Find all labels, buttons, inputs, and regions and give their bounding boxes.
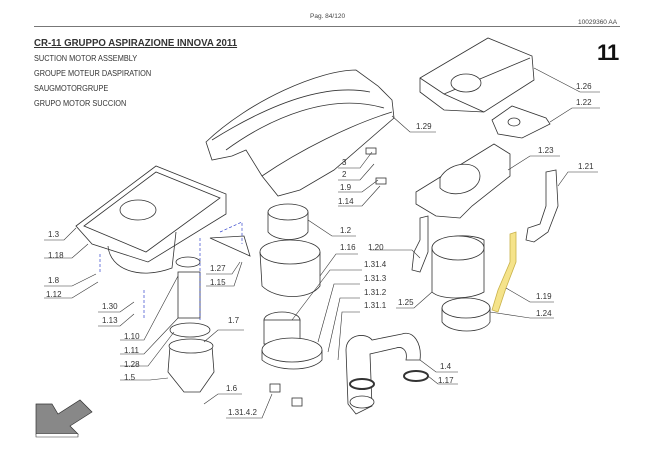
callout-1-13: 1.13 bbox=[102, 316, 118, 325]
callout-1-31-1: 1.31.1 bbox=[364, 301, 387, 310]
callout-1-15: 1.15 bbox=[210, 278, 226, 287]
callout-1-7: 1.7 bbox=[228, 316, 240, 325]
callout-3: 3 bbox=[342, 158, 347, 167]
part-1-17-b bbox=[349, 378, 375, 390]
part-1-31-4-2 bbox=[269, 383, 281, 393]
callout-1-6: 1.6 bbox=[226, 384, 238, 393]
part-1-3 bbox=[75, 165, 227, 274]
callout-1-31-4-2: 1.31.4.2 bbox=[228, 408, 257, 417]
section-number: 11 bbox=[597, 40, 619, 65]
callout-1-22: 1.22 bbox=[576, 98, 592, 107]
callout-1-4: 1.4 bbox=[440, 362, 452, 371]
part-1-5 bbox=[167, 338, 215, 393]
part-1-22 bbox=[491, 105, 551, 139]
subtitle-fr: GROUPE MOTEUR DASPIRATION bbox=[34, 69, 152, 78]
part-1-19-highlighted bbox=[491, 231, 517, 313]
callout-1-16: 1.16 bbox=[340, 243, 356, 252]
part-1-2 bbox=[267, 203, 309, 240]
part-3 bbox=[365, 147, 377, 155]
part-1-20 bbox=[411, 215, 429, 273]
header-divider bbox=[34, 26, 620, 27]
callout-1-11: 1.11 bbox=[124, 346, 140, 355]
callout-1-20: 1.20 bbox=[368, 243, 384, 252]
callout-1-27: 1.27 bbox=[210, 264, 226, 273]
part-1-31-4-2-b bbox=[291, 397, 303, 407]
part-1-25 bbox=[431, 235, 485, 299]
part-1-26 bbox=[419, 37, 535, 113]
subtitle-en: SUCTION MOTOR ASSEMBLY bbox=[34, 54, 138, 63]
callout-1-17: 1.17 bbox=[438, 376, 454, 385]
part-1-27 bbox=[209, 235, 251, 257]
callout-2: 2 bbox=[342, 170, 347, 179]
part-1-29 bbox=[205, 69, 395, 197]
callout-1-2: 1.2 bbox=[340, 226, 352, 235]
part-1-9 bbox=[375, 177, 387, 185]
callout-1-8: 1.8 bbox=[48, 276, 60, 285]
callout-1-29: 1.29 bbox=[416, 122, 432, 131]
part-1-24 bbox=[441, 297, 491, 332]
navigation-arrow-icon bbox=[35, 399, 93, 438]
callout-1-31-3: 1.31.3 bbox=[364, 274, 387, 283]
part-1-21 bbox=[525, 169, 559, 243]
callout-1-25: 1.25 bbox=[398, 298, 414, 307]
part-1-23 bbox=[415, 143, 511, 219]
part-1-31-4-motor bbox=[261, 311, 323, 370]
part-1-10 bbox=[175, 256, 201, 319]
callout-1-31-2: 1.31.2 bbox=[364, 288, 387, 297]
callout-1-28: 1.28 bbox=[124, 360, 140, 369]
part-1-17 bbox=[403, 370, 429, 382]
part-1-16 bbox=[259, 239, 321, 297]
callout-1-30: 1.30 bbox=[102, 302, 118, 311]
page-number: Pag. 84/120 bbox=[310, 13, 346, 20]
callout-1-26: 1.26 bbox=[576, 82, 592, 91]
callout-1-9: 1.9 bbox=[340, 183, 352, 192]
callout-1-24: 1.24 bbox=[536, 309, 552, 318]
part-1-4-hose bbox=[345, 332, 421, 415]
assembly-title: CR-11 GRUPPO ASPIRAZIONE INNOVA 2011 bbox=[34, 37, 238, 49]
callout-1-10: 1.10 bbox=[124, 332, 140, 341]
part-1-28 bbox=[169, 322, 211, 338]
subtitle-de: SAUGMOTORGRUPE bbox=[34, 84, 109, 93]
document-code: 10029360 AA bbox=[578, 19, 618, 26]
callout-1-19: 1.19 bbox=[536, 292, 552, 301]
callout-1-21: 1.21 bbox=[578, 162, 594, 171]
callout-1-23: 1.23 bbox=[538, 146, 554, 155]
callout-1-31-4: 1.31.4 bbox=[364, 260, 387, 269]
callout-1-14: 1.14 bbox=[338, 197, 354, 206]
callout-1-3: 1.3 bbox=[48, 230, 60, 239]
callout-1-5: 1.5 bbox=[124, 373, 136, 382]
subtitle-es: GRUPO MOTOR SUCCION bbox=[34, 99, 127, 108]
callout-1-12: 1.12 bbox=[46, 290, 62, 299]
callout-1-18: 1.18 bbox=[48, 251, 64, 260]
